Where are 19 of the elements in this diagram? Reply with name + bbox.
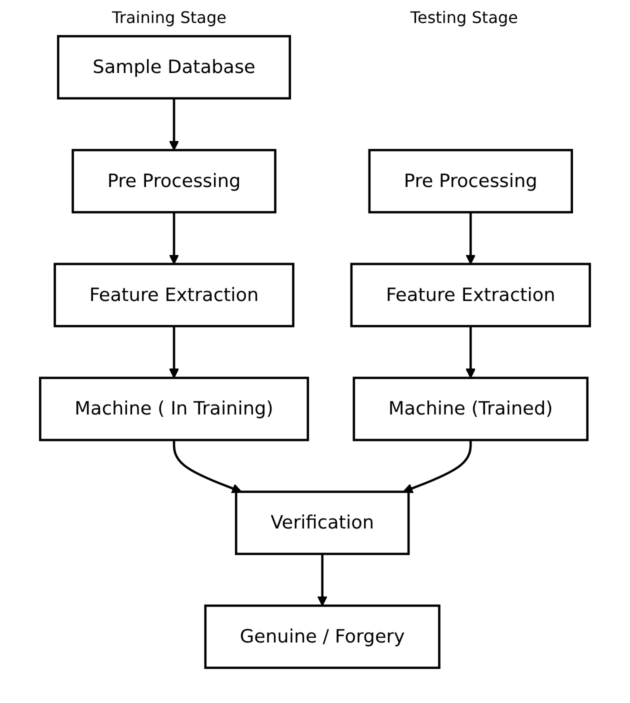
node-box: Sample Database (57, 35, 292, 100)
arrow (168, 98, 180, 151)
arrow (402, 440, 472, 494)
node-box: Verification (234, 490, 410, 556)
node-box: Machine (Trained) (352, 376, 589, 442)
stage-heading: Testing Stage (410, 8, 518, 27)
arrow (172, 440, 242, 494)
node-box: Feature Extraction (350, 262, 591, 328)
node-box: Machine ( In Training) (39, 376, 310, 442)
stage-heading: Training Stage (112, 8, 226, 27)
node-box: Genuine / Forgery (204, 604, 440, 669)
arrow (466, 326, 476, 378)
node-box: Pre Processing (72, 148, 276, 214)
arrow (317, 554, 328, 606)
node-box: Feature Extraction (54, 262, 294, 328)
arrow (168, 212, 180, 264)
arrow (168, 326, 180, 378)
arrow (466, 212, 476, 264)
node-box: Pre Processing (368, 148, 573, 214)
